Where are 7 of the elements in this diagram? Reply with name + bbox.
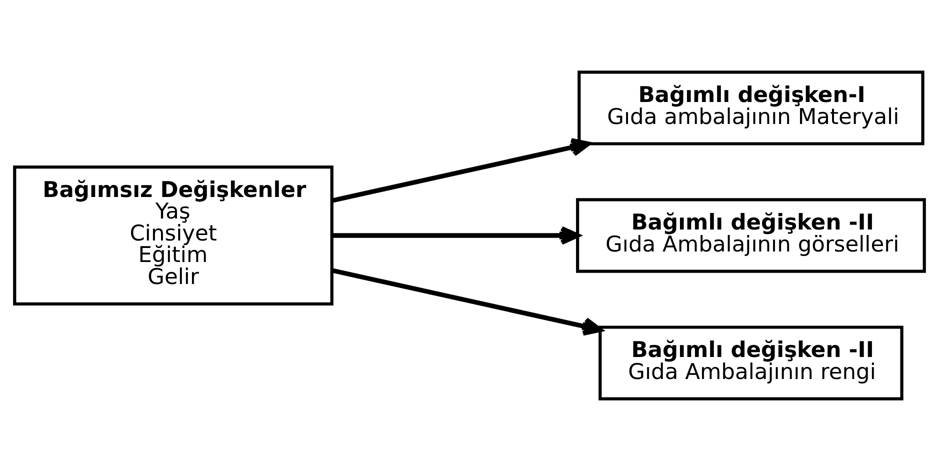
arrow	[332, 138, 590, 202]
node-box: Bağımsız Değişkenler Yaş Cinsiyet Eğitim Gelir	[13, 165, 334, 305]
node-box: Bağımlı değişken -II Gıda Ambalajının görselleri	[576, 198, 926, 272]
node-box: Bağımlı değişken-I Gıda ambalajının Materyali	[578, 70, 924, 145]
arrow	[332, 268, 602, 336]
node-box: Bağımlı değişken -II Gıda Ambalajının rengi	[598, 325, 904, 400]
arrow	[332, 226, 580, 244]
